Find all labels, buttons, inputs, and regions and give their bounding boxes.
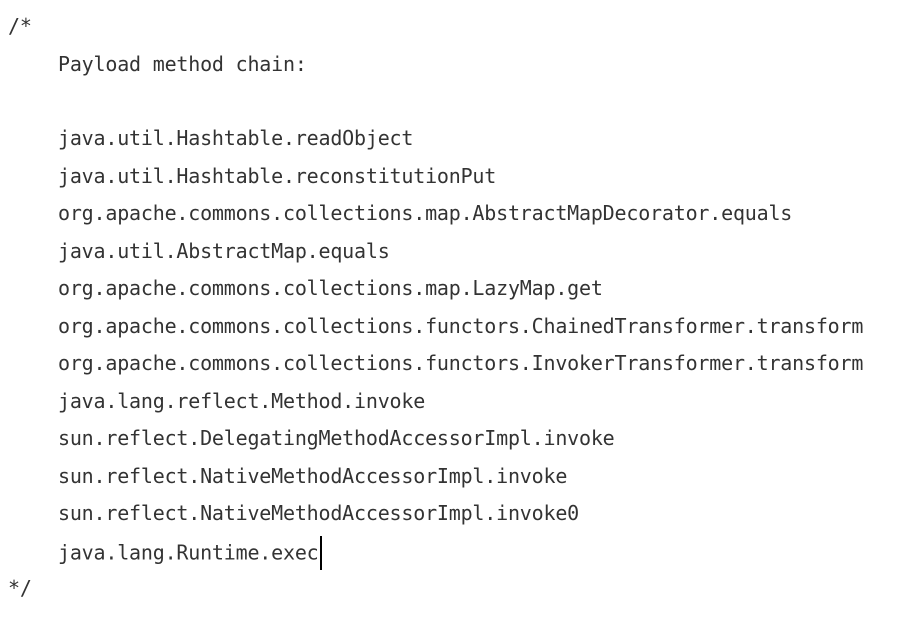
comment-close: */ (8, 576, 32, 600)
chain-line: org.apache.commons.collections.map.LazyM… (58, 276, 603, 300)
chain-line: org.apache.commons.collections.functors.… (58, 314, 864, 338)
chain-line: java.lang.reflect.Method.invoke (58, 389, 426, 413)
chain-line: sun.reflect.NativeMethodAccessorImpl.inv… (58, 464, 568, 488)
chain-line: org.apache.commons.collections.functors.… (58, 351, 864, 375)
chain-line: java.util.AbstractMap.equals (58, 239, 390, 263)
comment-open: /* (8, 14, 32, 38)
chain-line: sun.reflect.DelegatingMethodAccessorImpl… (58, 426, 615, 450)
payload-heading: Payload method chain: (58, 52, 307, 76)
chain-line: sun.reflect.NativeMethodAccessorImpl.inv… (58, 501, 580, 525)
chain-line-text: java.lang.Runtime.exec (58, 540, 319, 565)
chain-line: java.util.Hashtable.reconstitutionPut (58, 164, 497, 188)
text-cursor (319, 536, 322, 570)
chain-line: org.apache.commons.collections.map.Abstr… (58, 201, 793, 225)
chain-line: java.util.Hashtable.readObject (58, 126, 414, 150)
chain-line-last: java.lang.Runtime.exec (58, 536, 322, 570)
